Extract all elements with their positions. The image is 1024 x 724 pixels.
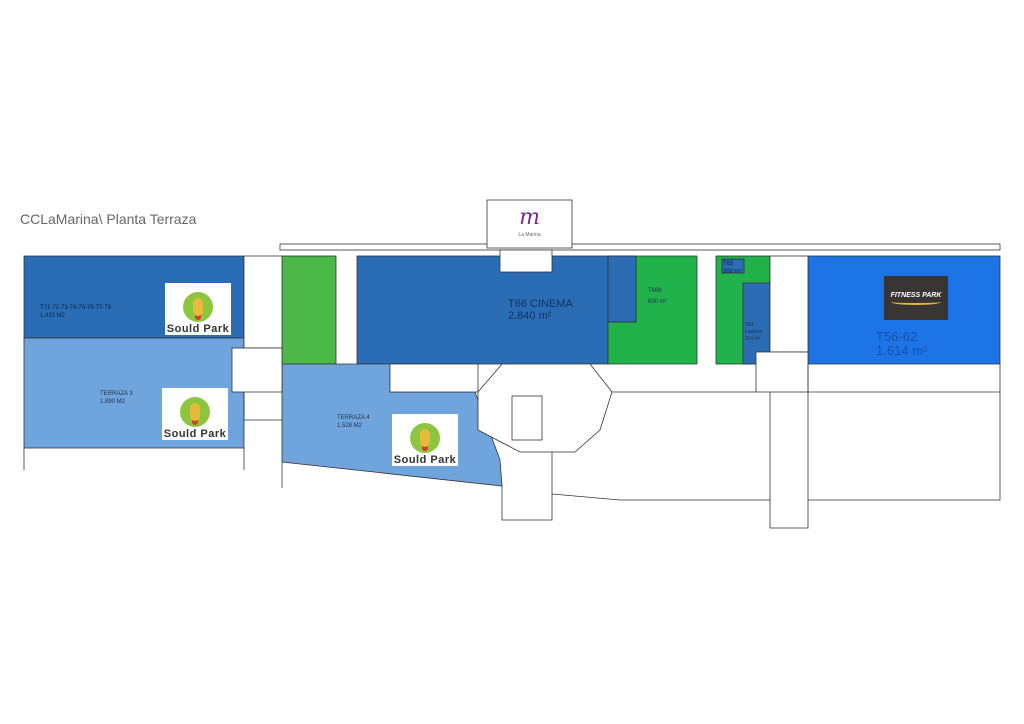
top-wall <box>279 243 1001 251</box>
unit-t66-area <box>356 255 609 365</box>
unit-t64-area <box>742 282 771 365</box>
sould-park-logo: Sould Park <box>165 283 231 335</box>
sould-park-logo: Sould Park <box>392 414 458 466</box>
unit-green-left-area <box>281 255 337 365</box>
fitness-park-logo: FITNESS PARK <box>884 276 948 320</box>
brand-logo-box <box>486 199 573 249</box>
stair-core-left <box>243 255 283 349</box>
la-marina-logo: m La Marina <box>518 205 541 238</box>
atrium <box>477 363 613 453</box>
plan-title: CCLaMarina\ Planta Terraza <box>20 211 197 227</box>
stair-core-right <box>769 255 809 353</box>
sould-park-logo: Sould Park <box>162 388 228 440</box>
cinema-notch <box>499 249 553 273</box>
